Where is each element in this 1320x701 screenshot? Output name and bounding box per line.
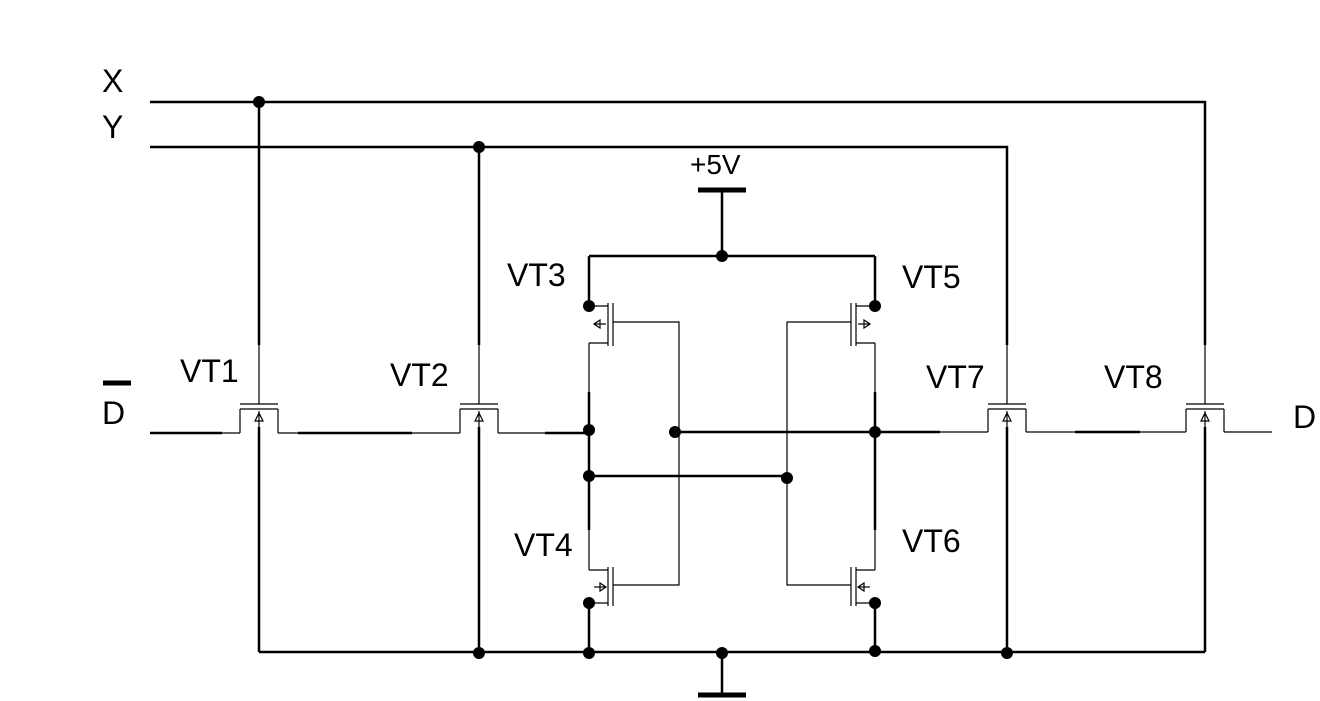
supply-net	[587, 187, 877, 306]
address-lines	[150, 100, 1207, 345]
data-label-d: D	[1293, 399, 1316, 435]
transistor-vt4	[589, 567, 631, 606]
transistor-vt7	[987, 345, 1027, 432]
transistor-label-vt8: VT8	[1104, 359, 1163, 395]
transistor-vt3	[589, 303, 631, 346]
transistor-label-vt7: VT7	[926, 359, 985, 395]
supply-label: +5V	[690, 149, 741, 180]
junction-dot	[473, 141, 485, 153]
junction-dot	[716, 647, 728, 659]
transistor-label-vt1: VT1	[180, 353, 239, 389]
transistor-label-vt4: VT4	[514, 527, 573, 563]
junction-dot	[869, 645, 881, 657]
ground-net	[257, 427, 1207, 698]
transistor-vt1	[239, 345, 279, 433]
vt5-vt6-gate-wire	[786, 321, 834, 586]
junction-dot	[669, 426, 681, 438]
junction-dot	[1001, 647, 1013, 659]
y-line	[150, 145, 1009, 345]
junction-dot	[869, 426, 881, 438]
x-line	[150, 100, 1207, 345]
transistor-label-vt6: VT6	[902, 523, 961, 559]
junction-dot	[583, 300, 595, 312]
transistor-label-vt3: VT3	[507, 257, 566, 293]
vt3-vt4-gate-wire	[631, 321, 680, 586]
junction-dot	[583, 647, 595, 659]
junction-dot	[781, 472, 793, 484]
junction-dot	[473, 647, 485, 659]
data-label-d-bar: D	[102, 395, 125, 431]
input-label-y: Y	[102, 109, 123, 145]
junction-dot	[869, 300, 881, 312]
junction-dot	[583, 424, 595, 436]
transistor-vt8	[1185, 345, 1225, 432]
junction-dots	[253, 96, 1013, 659]
transistor-vt5	[834, 303, 875, 346]
latch-core	[587, 321, 877, 586]
junction-dot	[716, 250, 728, 262]
transistor-vt6	[834, 567, 875, 606]
transistor-label-vt2: VT2	[390, 357, 449, 393]
junction-dot	[253, 96, 265, 108]
input-label-x: X	[102, 63, 123, 99]
junction-dot	[583, 470, 595, 482]
transistor-vt2	[459, 345, 499, 433]
transistor-label-vt5: VT5	[902, 259, 961, 295]
junction-dot	[869, 597, 881, 609]
junction-dot	[583, 597, 595, 609]
